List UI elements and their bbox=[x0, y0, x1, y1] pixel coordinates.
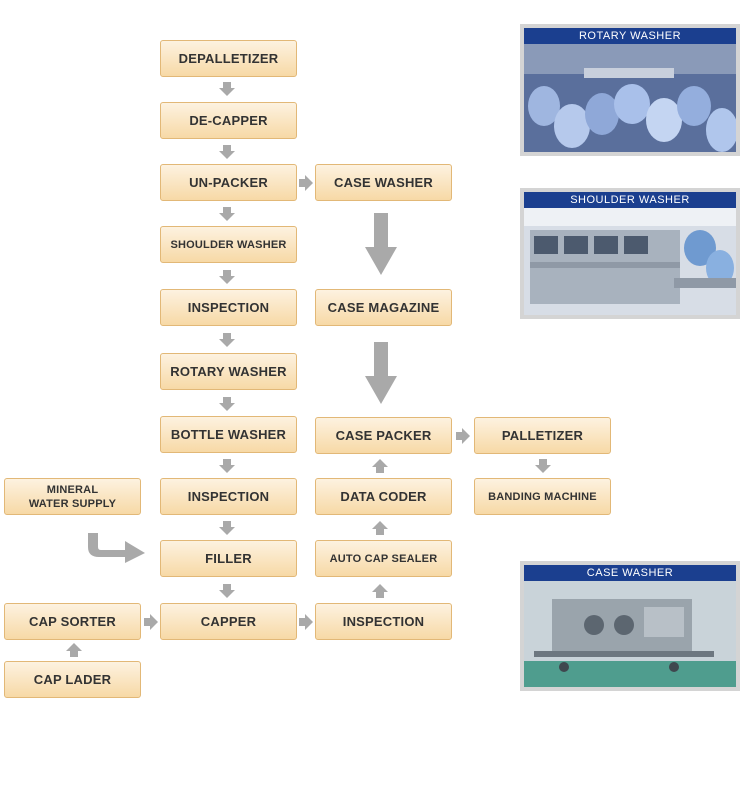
step-case-magazine: CASE MAGAZINE bbox=[315, 289, 452, 326]
arrow-up-icon bbox=[372, 584, 388, 598]
step-auto-cap-sealer: AUTO CAP SEALER bbox=[315, 540, 452, 577]
arrow-down-icon bbox=[219, 145, 235, 159]
mineral-label-line1: MINERAL bbox=[46, 483, 99, 496]
arrow-down-icon bbox=[219, 521, 235, 535]
large-arrow-down-icon bbox=[365, 342, 397, 404]
step-palletizer: PALLETIZER bbox=[474, 417, 611, 454]
photo-caption: CASE WASHER bbox=[524, 565, 736, 581]
step-cap-lader: CAP LADER bbox=[4, 661, 141, 698]
bent-arrow-icon bbox=[88, 533, 145, 563]
arrow-down-icon bbox=[535, 459, 551, 473]
step-case-packer: CASE PACKER bbox=[315, 417, 452, 454]
photo-case-washer: CASE WASHER bbox=[520, 561, 740, 691]
step-case-washer: CASE WASHER bbox=[315, 164, 452, 201]
arrow-up-icon bbox=[66, 643, 82, 657]
step-un-packer: UN-PACKER bbox=[160, 164, 297, 201]
step-data-coder: DATA CODER bbox=[315, 478, 452, 515]
rotary-washer-image bbox=[524, 44, 736, 152]
step-rotary-washer: ROTARY WASHER bbox=[160, 353, 297, 390]
photo-shoulder-washer: SHOULDER WASHER bbox=[520, 188, 740, 319]
arrow-right-icon bbox=[299, 614, 313, 630]
arrow-right-icon bbox=[144, 614, 158, 630]
step-depalletizer: DEPALLETIZER bbox=[160, 40, 297, 77]
arrow-right-icon bbox=[299, 175, 313, 191]
arrow-down-icon bbox=[219, 82, 235, 96]
shoulder-washer-image bbox=[524, 208, 736, 315]
mineral-label-line2: WATER SUPPLY bbox=[28, 497, 117, 510]
arrow-down-icon bbox=[219, 207, 235, 221]
arrow-down-icon bbox=[219, 459, 235, 473]
photo-rotary-washer: ROTARY WASHER bbox=[520, 24, 740, 156]
step-shoulder-washer: SHOULDER WASHER bbox=[160, 226, 297, 263]
step-inspection-3: INSPECTION bbox=[315, 603, 452, 640]
photo-caption: ROTARY WASHER bbox=[524, 28, 736, 44]
step-de-capper: DE-CAPPER bbox=[160, 102, 297, 139]
arrow-down-icon bbox=[219, 270, 235, 284]
step-cap-sorter: CAP SORTER bbox=[4, 603, 141, 640]
step-filler: FILLER bbox=[160, 540, 297, 577]
step-bottle-washer: BOTTLE WASHER bbox=[160, 416, 297, 453]
arrow-down-icon bbox=[219, 397, 235, 411]
step-mineral-water-supply: MINERAL WATER SUPPLY bbox=[4, 478, 141, 515]
case-washer-image bbox=[524, 581, 736, 687]
step-inspection-1: INSPECTION bbox=[160, 289, 297, 326]
photo-caption: SHOULDER WASHER bbox=[524, 192, 736, 208]
step-capper: CAPPER bbox=[160, 603, 297, 640]
arrow-up-icon bbox=[372, 459, 388, 473]
step-inspection-2: INSPECTION bbox=[160, 478, 297, 515]
arrow-up-icon bbox=[372, 521, 388, 535]
arrow-right-icon bbox=[456, 428, 470, 444]
large-arrow-down-icon bbox=[365, 213, 397, 275]
step-banding-machine: BANDING MACHINE bbox=[474, 478, 611, 515]
arrow-down-icon bbox=[219, 333, 235, 347]
arrow-down-icon bbox=[219, 584, 235, 598]
